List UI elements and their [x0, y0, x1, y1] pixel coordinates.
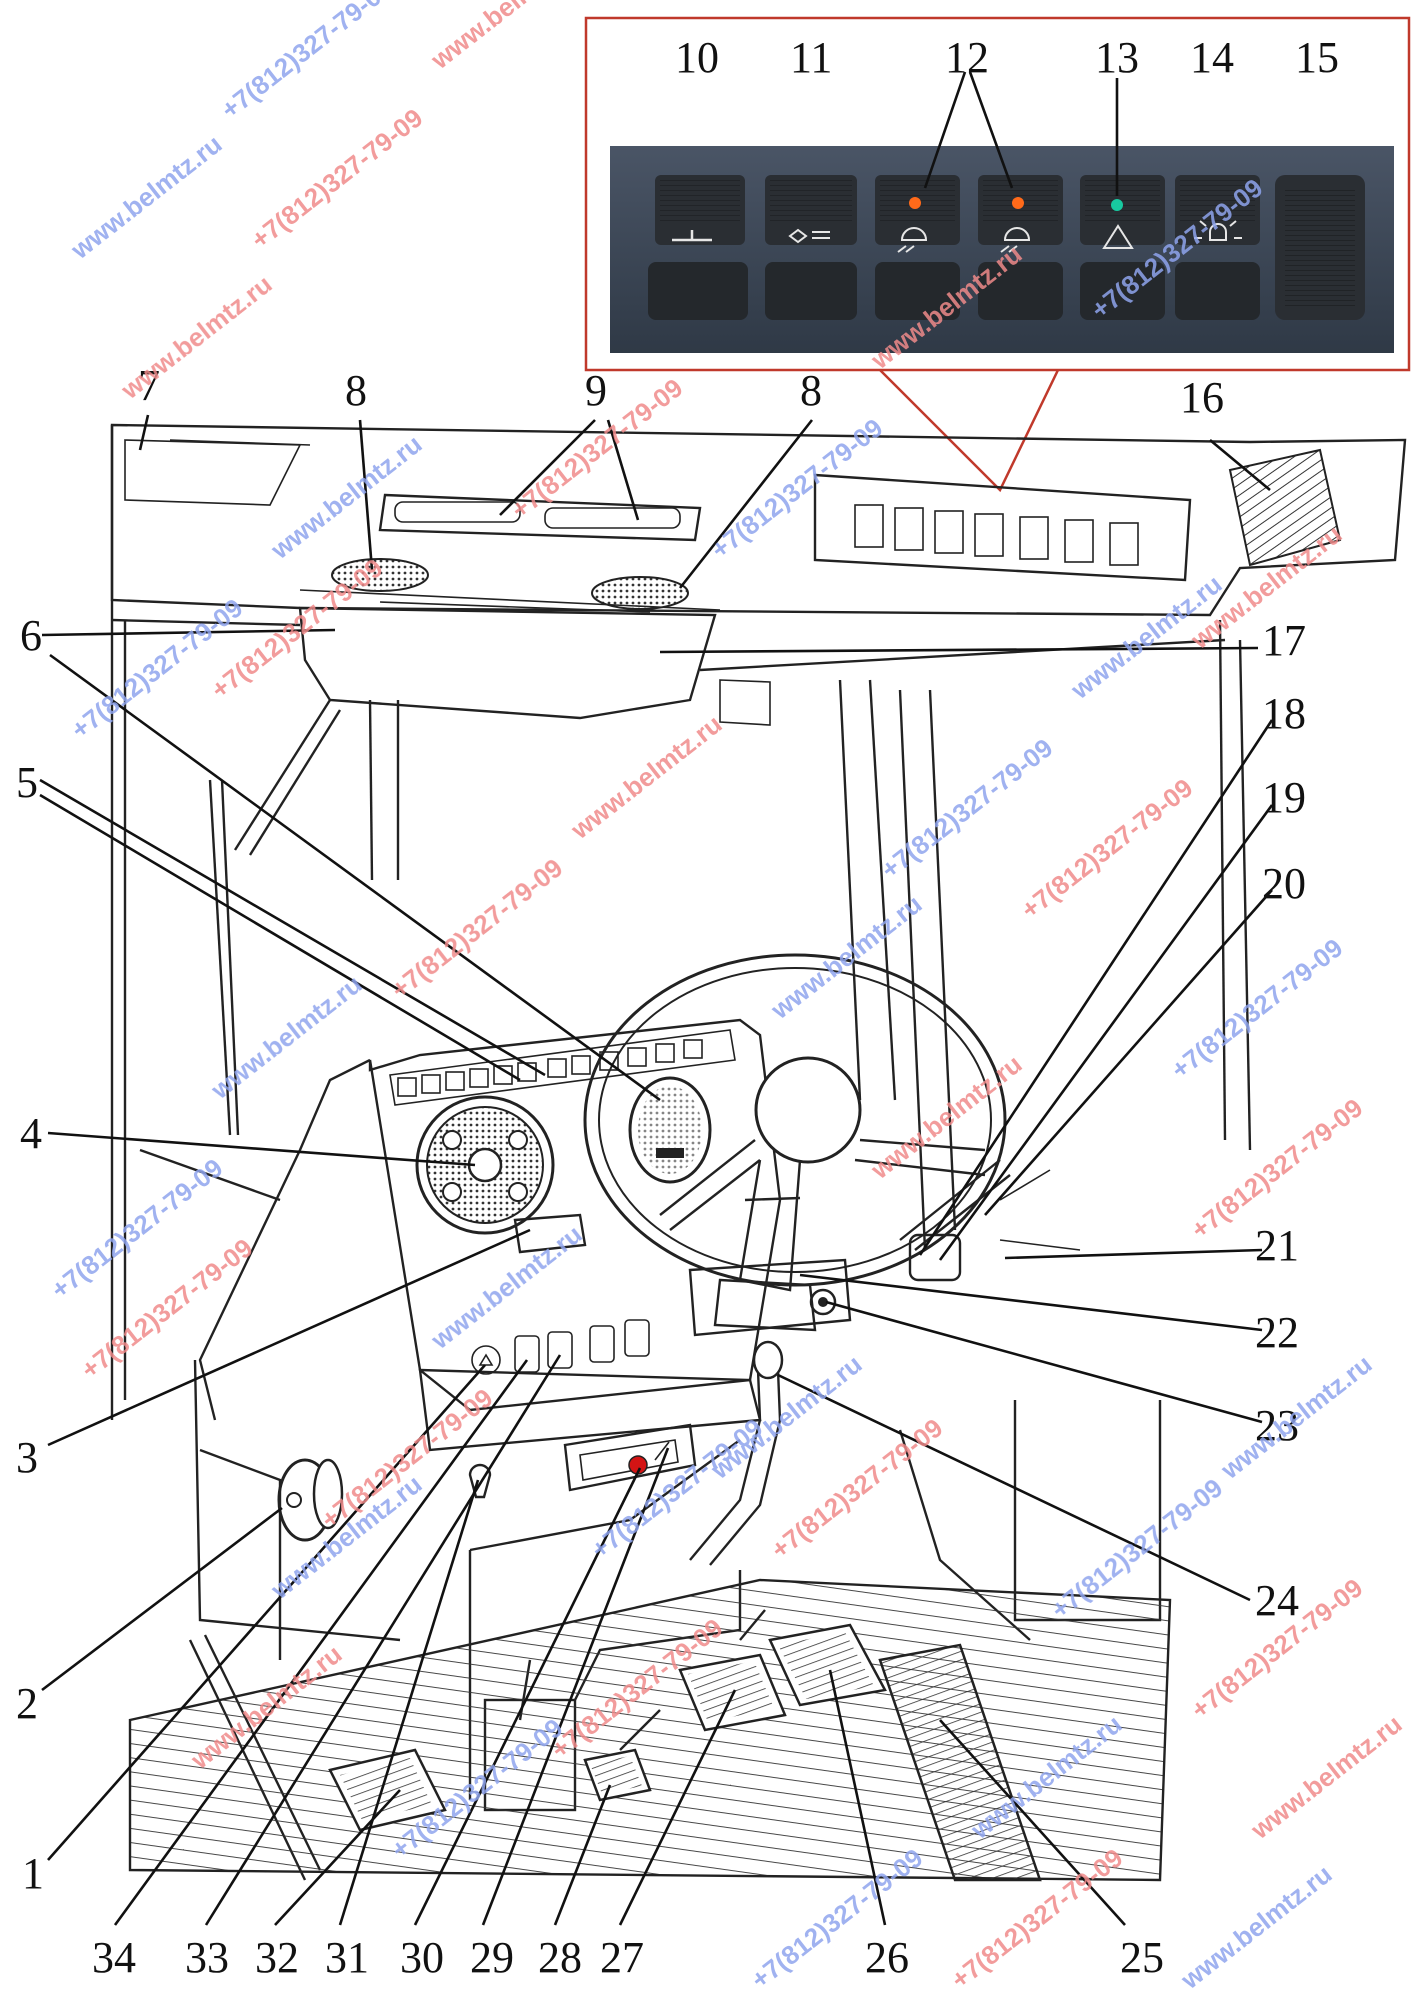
indicator-orange-icon — [1012, 197, 1024, 209]
inset-switch-14 — [1175, 175, 1260, 320]
callout-29: 29 — [470, 1933, 514, 1982]
svg-text:+7(812)327-79-09: +7(812)327-79-09 — [215, 0, 398, 125]
indicator-green-icon — [1111, 199, 1123, 211]
svg-text:www.belmtz.ru: www.belmtz.ru — [1174, 1859, 1337, 1996]
hazard-triangle-icon — [1102, 224, 1134, 249]
callout-10: 10 — [675, 33, 719, 82]
callout-23: 23 — [1255, 1401, 1299, 1450]
svg-text:www.belmtz.ru: www.belmtz.ru — [64, 129, 227, 266]
svg-text:www.belmtz.ru: www.belmtz.ru — [764, 889, 927, 1026]
speaker-left — [331, 558, 429, 592]
callout-11: 11 — [790, 33, 832, 82]
svg-text:www.belmtz.ru: www.belmtz.ru — [424, 1219, 587, 1356]
dash-button-row — [471, 1319, 650, 1375]
callout-24: 24 — [1255, 1576, 1299, 1625]
tachometer — [628, 1076, 712, 1184]
fan-icon — [788, 228, 830, 244]
inset-switch-15 — [1275, 175, 1365, 320]
beacon-light-icon — [1194, 220, 1242, 241]
callout-15: 15 — [1295, 33, 1339, 82]
callout-30: 30 — [400, 1933, 444, 1982]
callout-26: 26 — [865, 1933, 909, 1982]
switch-block-inset — [584, 16, 1411, 372]
callout-16: 16 — [1180, 373, 1224, 422]
callout-20: 20 — [1262, 859, 1306, 908]
leader-lines — [39, 414, 1274, 1926]
callout-8-right: 8 — [800, 366, 822, 415]
inset-connector — [879, 369, 1060, 493]
callout-labels: 1 2 3 4 5 6 7 8 8 9 10 11 12 13 14 15 16… — [16, 33, 1339, 1982]
callout-31: 31 — [325, 1933, 369, 1982]
indicator-orange-icon — [909, 197, 921, 209]
svg-text:+7(812)327-79-09: +7(812)327-79-09 — [1165, 932, 1348, 1084]
callout-5: 5 — [16, 758, 38, 807]
svg-text:www.belmtz.ru: www.belmtz.ru — [264, 429, 427, 566]
gear-lever — [689, 1340, 784, 1566]
inset-switch-10 — [648, 175, 748, 320]
callout-33: 33 — [185, 1933, 229, 1982]
svg-text:www.belmtz.ru: www.belmtz.ru — [704, 1349, 867, 1486]
inset-switch-11 — [765, 175, 857, 320]
callout-13: 13 — [1095, 33, 1139, 82]
heater-valve-knob — [277, 1458, 344, 1542]
callout-12: 12 — [945, 33, 989, 82]
accelerator-pedal — [878, 1643, 1042, 1882]
callout-6: 6 — [20, 611, 42, 660]
callout-17: 17 — [1262, 616, 1306, 665]
callout-28: 28 — [538, 1933, 582, 1982]
dashboard — [198, 1018, 852, 1452]
callout-34: 34 — [92, 1933, 136, 1982]
svg-text:www.belmtz.ru: www.belmtz.ru — [1214, 1349, 1377, 1486]
speaker-right — [591, 576, 689, 610]
callout-27: 27 — [600, 1933, 644, 1982]
callout-18: 18 — [1262, 689, 1306, 738]
headlight-icon — [1000, 227, 1031, 253]
svg-text:www.belmtz.ru: www.belmtz.ru — [564, 709, 727, 846]
roof-switch-row — [854, 504, 1139, 566]
svg-text:+7(812)327-79-09: +7(812)327-79-09 — [765, 1412, 948, 1564]
callout-7: 7 — [138, 361, 160, 410]
inset-switch-12a — [875, 175, 960, 320]
callout-22: 22 — [1255, 1308, 1299, 1357]
callout-9: 9 — [585, 366, 607, 415]
callout-19: 19 — [1262, 773, 1306, 822]
combination-instrument — [415, 1095, 555, 1235]
cab-knob — [468, 1463, 492, 1499]
svg-text:+7(812)327-79-09: +7(812)327-79-09 — [245, 102, 428, 254]
callout-25: 25 — [1120, 1933, 1164, 1982]
svg-text:+7(812)327-79-09: +7(812)327-79-09 — [385, 852, 568, 1004]
callout-3: 3 — [16, 1433, 38, 1482]
wiper-icon — [672, 230, 712, 242]
callout-21: 21 — [1255, 1221, 1299, 1270]
callout-32: 32 — [255, 1933, 299, 1982]
steering-column — [583, 953, 1081, 1332]
svg-text:+7(812)327-79-09: +7(812)327-79-09 — [1015, 772, 1198, 924]
svg-text:www.belmtz.ru: www.belmtz.ru — [424, 0, 587, 75]
svg-text:www.belmtz.ru: www.belmtz.ru — [1244, 1709, 1407, 1846]
svg-text:www.belmtz.ru: www.belmtz.ru — [204, 969, 367, 1106]
headlight-icon — [897, 227, 928, 253]
svg-text:www.belmtz.ru: www.belmtz.ru — [114, 269, 277, 406]
svg-text:www.belmtz.ru: www.belmtz.ru — [864, 1049, 1027, 1186]
inset-switch-12b — [978, 175, 1063, 320]
callout-1: 1 — [22, 1849, 44, 1898]
callout-8-left: 8 — [345, 366, 367, 415]
callout-2: 2 — [16, 1679, 38, 1728]
svg-text:+7(812)327-79-09: +7(812)327-79-09 — [315, 1382, 498, 1534]
callout-14: 14 — [1190, 33, 1234, 82]
inset-switch-13 — [1080, 175, 1165, 320]
svg-text:+7(812)327-79-09: +7(812)327-79-09 — [205, 552, 388, 704]
callout-4: 4 — [20, 1109, 42, 1158]
